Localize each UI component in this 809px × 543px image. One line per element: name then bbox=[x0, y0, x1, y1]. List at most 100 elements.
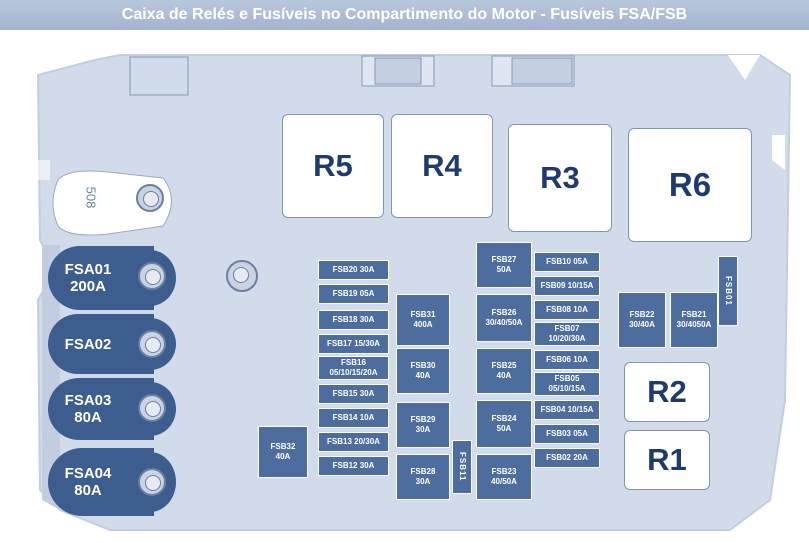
stud-508-label: 508 bbox=[83, 186, 99, 209]
fsb10-label: FSB10 05A bbox=[546, 257, 588, 266]
fsb05-rating: 05/10/15A bbox=[548, 384, 586, 393]
fsb17-label: FSB17 15/30A bbox=[327, 339, 380, 348]
ground-stud-nut bbox=[226, 260, 258, 292]
fsb14-label: FSB14 10A bbox=[332, 413, 375, 422]
fsb16-name: FSB16 bbox=[341, 358, 366, 367]
fsb18-label: FSB18 30A bbox=[332, 315, 375, 324]
fsb28-name: FSB28 bbox=[410, 467, 436, 476]
fsb05-name: FSB05 bbox=[554, 374, 580, 383]
relay-r3: R3 bbox=[508, 124, 612, 232]
fsb23-name: FSB23 bbox=[491, 467, 517, 476]
fuse-fsa01: FSA01 200A bbox=[48, 246, 176, 310]
top-latch-right-inner bbox=[511, 57, 573, 85]
fsa02-name: FSA02 bbox=[64, 335, 112, 353]
fsa02-nut bbox=[138, 330, 166, 358]
fuse-fsb15: FSB15 30A bbox=[318, 384, 389, 404]
fsb30-name: FSB30 bbox=[410, 361, 436, 370]
fuse-fsb24: FSB24 50A bbox=[476, 400, 532, 448]
fuse-fsb18: FSB18 30A bbox=[318, 310, 389, 330]
relay-r4-label: R4 bbox=[422, 148, 462, 183]
fuse-fsb25: FSB25 40A bbox=[476, 348, 532, 394]
fsa03-label: FSA03 80A bbox=[52, 378, 124, 440]
fuse-fsb19: FSB19 05A bbox=[318, 284, 389, 304]
fsb31-name: FSB31 bbox=[410, 310, 436, 319]
relay-r4: R4 bbox=[391, 114, 493, 218]
fuse-fsb12: FSB12 30A bbox=[318, 456, 389, 476]
fuse-fsb32: FSB32 40A bbox=[258, 426, 308, 478]
fsb22-rating: 30/40A bbox=[629, 320, 655, 329]
fsb04-label: FSB04 10/15A bbox=[540, 405, 594, 414]
fsb02-label: FSB02 20A bbox=[546, 453, 588, 462]
fsb13-label: FSB13 20/30A bbox=[327, 437, 380, 446]
fsa02-label: FSA02 bbox=[52, 314, 124, 374]
fuse-fsb03: FSB03 05A bbox=[534, 424, 600, 444]
relay-r5-label: R5 bbox=[313, 148, 353, 183]
fuse-fsb28: FSB28 30A bbox=[396, 454, 450, 500]
right-notch bbox=[772, 135, 785, 170]
fsa03-rating: 80A bbox=[74, 409, 102, 426]
fsb23-rating: 40/50A bbox=[491, 477, 517, 486]
fsb22-name: FSB22 bbox=[629, 310, 655, 319]
fsb27-rating: 50A bbox=[496, 265, 512, 274]
fsb29-rating: 30A bbox=[415, 425, 431, 434]
top-latch-mid-inner bbox=[374, 57, 422, 85]
fuse-fsa03: FSA03 80A bbox=[48, 378, 176, 440]
fsa01-label: FSA01 200A bbox=[52, 246, 124, 310]
page-title: Caixa de Relés e Fusíveis no Compartimen… bbox=[0, 0, 809, 30]
fsb19-label: FSB19 05A bbox=[332, 289, 375, 298]
fsb26-name: FSB26 bbox=[491, 308, 517, 317]
fuse-fsb01: FSB01 bbox=[718, 256, 738, 326]
fsb07-name: FSB07 bbox=[554, 324, 580, 333]
fsb29-name: FSB29 bbox=[410, 415, 436, 424]
fsb25-rating: 40A bbox=[496, 371, 512, 380]
fsa04-rating: 80A bbox=[74, 482, 102, 499]
fuse-fsb22: FSB22 30/40A bbox=[618, 292, 666, 348]
fsb12-label: FSB12 30A bbox=[332, 461, 375, 470]
fsa04-nut bbox=[138, 468, 166, 496]
fsb24-name: FSB24 bbox=[491, 414, 517, 423]
fuse-fsb07: FSB07 10/20/30A bbox=[534, 322, 600, 346]
fsa-terminal-bar bbox=[42, 245, 60, 510]
fsa01-nut bbox=[138, 262, 166, 290]
fuse-fsb21: FSB21 30/4050A bbox=[670, 292, 718, 348]
fuse-fsb10: FSB10 05A bbox=[534, 252, 600, 272]
relay-r2: R2 bbox=[624, 362, 710, 422]
fsb31-rating: 400A bbox=[413, 320, 433, 329]
fsb21-name: FSB21 bbox=[681, 310, 707, 319]
fsb20-label: FSB20 30A bbox=[332, 265, 375, 274]
fuse-fsb23: FSB23 40/50A bbox=[476, 454, 532, 500]
fsb32-rating: 40A bbox=[275, 452, 291, 461]
fsb07-rating: 10/20/30A bbox=[548, 334, 586, 343]
fsb28-rating: 30A bbox=[415, 477, 431, 486]
fuse-fsb13: FSB13 20/30A bbox=[318, 432, 389, 452]
fuse-fsb31: FSB31 400A bbox=[396, 294, 450, 346]
fuse-fsb20: FSB20 30A bbox=[318, 260, 389, 280]
fsb30-rating: 40A bbox=[415, 371, 431, 380]
top-right-notch bbox=[728, 55, 760, 80]
relay-r5: R5 bbox=[282, 114, 384, 218]
title-text: Caixa de Relés e Fusíveis no Compartimen… bbox=[121, 6, 688, 23]
fuse-fsb30: FSB30 40A bbox=[396, 348, 450, 394]
fsb01-label: FSB01 bbox=[724, 276, 733, 306]
fuse-fsb11: FSB11 bbox=[452, 440, 472, 494]
fuse-fsb04: FSB04 10/15A bbox=[534, 400, 600, 420]
fsb26-rating: 30/40/50A bbox=[485, 318, 523, 327]
fsa03-name: FSA03 bbox=[64, 392, 112, 409]
fuse-fsb29: FSB29 30A bbox=[396, 402, 450, 448]
fsb11-label: FSB11 bbox=[458, 452, 467, 482]
fuse-fsb09: FSB09 10/15A bbox=[534, 276, 600, 296]
fuse-fsb06: FSB06 10A bbox=[534, 350, 600, 370]
relay-r6-label: R6 bbox=[668, 166, 712, 203]
fsb25-name: FSB25 bbox=[491, 361, 517, 370]
fsb08-label: FSB08 10A bbox=[546, 305, 588, 314]
fuse-fsb05: FSB05 05/10/15A bbox=[534, 372, 600, 396]
fsa03-nut bbox=[138, 394, 166, 422]
fsa04-name: FSA04 bbox=[64, 465, 112, 482]
fuse-fsb27: FSB27 50A bbox=[476, 242, 532, 288]
fsa01-name: FSA01 bbox=[64, 261, 112, 278]
fsb32-name: FSB32 bbox=[270, 442, 296, 451]
fsb21-rating: 30/4050A bbox=[676, 320, 712, 329]
fsb24-rating: 50A bbox=[496, 424, 512, 433]
fsb09-label: FSB09 10/15A bbox=[540, 281, 594, 290]
fuse-fsb02: FSB02 20A bbox=[534, 448, 600, 468]
